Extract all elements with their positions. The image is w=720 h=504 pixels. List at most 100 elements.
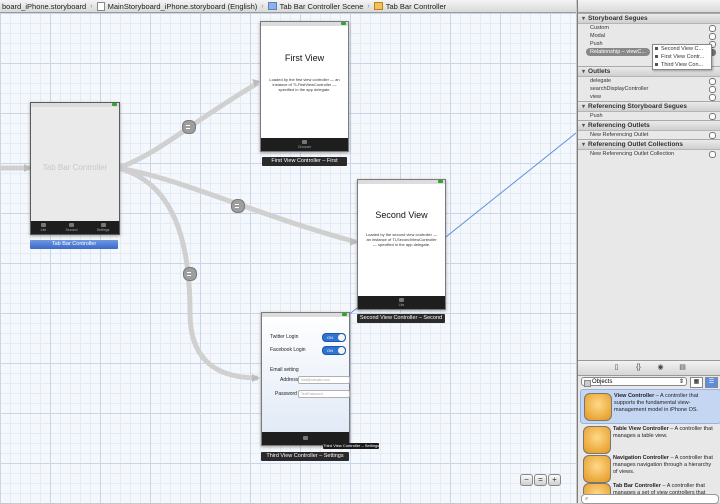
- new-referencing-outlet-row[interactable]: New Referencing Outlet: [578, 131, 720, 139]
- tab-label: Lite: [398, 303, 405, 307]
- storyboard-canvas[interactable]: Tab Bar Controller Lite Second Settings …: [0, 13, 576, 503]
- scene-icon: [267, 2, 277, 10]
- connection-circle-icon[interactable]: [709, 78, 716, 85]
- view-controller-icon: [584, 393, 612, 421]
- first-view-controller-caption[interactable]: First View Controller – First: [262, 157, 347, 166]
- relationship-popup-item[interactable]: First View Contr...: [653, 53, 711, 61]
- tab-item: [303, 436, 308, 441]
- row-label: Push: [590, 41, 603, 47]
- relationship-popup-item[interactable]: Third View Con...: [653, 61, 711, 69]
- select-value: Objects: [592, 379, 613, 385]
- second-view-description: Loaded by the second view controller — a…: [365, 232, 438, 247]
- inspector-empty-area: [578, 163, 720, 359]
- library-item-name: View Controller: [614, 393, 655, 399]
- tab-bar: Chooser: [261, 138, 348, 151]
- tab-icon: [399, 298, 404, 302]
- row-label: Custom: [590, 25, 609, 31]
- media-library-icon[interactable]: ▤: [679, 364, 686, 371]
- address-label: Address: [280, 377, 299, 383]
- chevron-right-icon: ›: [367, 2, 370, 10]
- tab-icon: [100, 223, 106, 227]
- tab-item-lite: Lite: [40, 223, 47, 232]
- connection-circle-icon[interactable]: [709, 33, 716, 40]
- relationship-popup-item[interactable]: Second View C...: [653, 45, 711, 53]
- second-view-controller-caption[interactable]: Second View Controller – Second: [357, 314, 445, 323]
- connection-circle-icon[interactable]: [709, 132, 716, 139]
- status-bar: [358, 180, 445, 184]
- library-item-table-view-controller[interactable]: Table View Controller – A controller tha…: [580, 423, 719, 456]
- file-template-library-icon[interactable]: ▯: [614, 364, 619, 371]
- relationship-popup: Second View C... First View Contr... Thi…: [652, 44, 712, 70]
- segue-custom-row[interactable]: Custom: [578, 24, 720, 32]
- status-bar: [31, 103, 119, 107]
- library-item-text: Navigation Controller – A controller tha…: [613, 455, 717, 476]
- password-field[interactable]: TextPassword: [298, 390, 350, 398]
- segue-connectors: [0, 79, 576, 382]
- zoom-controls: − = +: [520, 474, 561, 486]
- referencing-push-row[interactable]: Push: [578, 112, 720, 120]
- relationship-pill[interactable]: Relationship – viewC...: [586, 48, 650, 56]
- breadcrumb-label: board_iPhone.storyboard: [2, 1, 87, 11]
- connection-circle-icon[interactable]: [709, 151, 716, 158]
- hover-tooltip: Third View Controller – Settings: [323, 443, 380, 449]
- connection-circle-icon[interactable]: [709, 113, 716, 120]
- breadcrumb-item-tab-bar-controller[interactable]: Tab Bar Controller: [372, 2, 448, 11]
- row-label: New Referencing Outlet Collection: [590, 151, 675, 157]
- breadcrumb-item-storyboard[interactable]: board_iPhone.storyboard: [0, 2, 88, 11]
- segue-node-third[interactable]: [183, 267, 197, 281]
- zoom-in-button[interactable]: +: [548, 474, 561, 486]
- facebook-login-switch[interactable]: ON: [322, 346, 346, 355]
- tab-bar-controller-caption[interactable]: Tab Bar Controller: [30, 240, 118, 249]
- object-library-icon[interactable]: ◉: [657, 364, 664, 371]
- breadcrumb-label: Tab Bar Controller: [385, 1, 447, 11]
- table-view-controller-icon: [583, 426, 611, 454]
- third-view-controller-scene[interactable]: Twitter Login ON Facebook Login ON Email…: [261, 312, 350, 446]
- library-item-navigation-controller[interactable]: Navigation Controller – A controller tha…: [580, 452, 719, 485]
- tab-bar-controller-library-icon: [583, 483, 611, 494]
- breadcrumb-item-scene[interactable]: Tab Bar Controller Scene: [266, 2, 366, 11]
- first-view-controller-scene[interactable]: First View Loaded by the first view cont…: [260, 21, 349, 152]
- library-item-text: Tab Bar Controller – A controller that m…: [613, 483, 717, 494]
- tab-icon: [68, 223, 74, 227]
- library-item-tab-bar-controller[interactable]: Tab Bar Controller – A controller that m…: [580, 480, 719, 494]
- new-referencing-outlet-collection-row[interactable]: New Referencing Outlet Collection: [578, 150, 720, 158]
- outlet-search-display-controller-row[interactable]: searchDisplayController: [578, 85, 720, 93]
- twitter-login-label: Twitter Login: [270, 334, 299, 340]
- twitter-login-switch[interactable]: ON: [322, 333, 346, 342]
- inspector-toolbar: [578, 0, 720, 13]
- grid-view-icon[interactable]: ▦: [690, 377, 703, 388]
- code-snippet-library-icon[interactable]: {}: [636, 364, 641, 371]
- outlet-view-row[interactable]: view: [578, 93, 720, 101]
- document-icon: [96, 1, 105, 11]
- library-item-name: Navigation Controller: [613, 455, 669, 461]
- library-category-select[interactable]: Objects ⇕: [581, 377, 687, 387]
- outlet-delegate-row[interactable]: delegate: [578, 77, 720, 85]
- second-view-controller-scene[interactable]: Second View Loaded by the second view co…: [357, 179, 446, 310]
- connection-circle-icon[interactable]: [709, 25, 716, 32]
- tab-bar-controller-scene[interactable]: Tab Bar Controller Lite Second Settings: [30, 102, 120, 235]
- row-label: Push: [590, 113, 603, 119]
- navigation-controller-icon: [583, 455, 611, 483]
- connection-circle-icon[interactable]: [709, 94, 716, 101]
- storyboard-segues-header[interactable]: Storyboard Segues: [578, 13, 720, 24]
- referencing-outlet-collections-header[interactable]: Referencing Outlet Collections: [578, 139, 720, 150]
- library-item-view-controller[interactable]: View Controller – A controller that supp…: [580, 389, 720, 424]
- third-view-controller-caption[interactable]: Third View Controller – Settings: [261, 452, 349, 461]
- tab-label: Lite: [40, 228, 47, 232]
- list-view-icon[interactable]: ☰: [705, 377, 718, 388]
- referencing-outlets-header[interactable]: Referencing Outlets: [578, 120, 720, 131]
- zoom-reset-button[interactable]: =: [534, 474, 547, 486]
- segue-node-second[interactable]: [231, 199, 245, 213]
- scene-dock-indicator: [341, 22, 346, 25]
- address-field[interactable]: mail@sample.com: [298, 376, 350, 384]
- segue-node-first[interactable]: [182, 120, 196, 134]
- segue-modal-row[interactable]: Modal: [578, 32, 720, 40]
- zoom-out-button[interactable]: −: [520, 474, 533, 486]
- outlets-header[interactable]: Outlets: [578, 66, 720, 77]
- breadcrumb-item-storyboard-english[interactable]: MainStoryboard_iPhone.storyboard (Englis…: [95, 1, 260, 11]
- password-label: Password: [275, 391, 297, 397]
- connection-circle-icon[interactable]: [709, 86, 716, 93]
- referencing-storyboard-segues-header[interactable]: Referencing Storyboard Segues: [578, 101, 720, 112]
- switch-knob: [338, 347, 345, 354]
- tab-icon: [303, 436, 308, 440]
